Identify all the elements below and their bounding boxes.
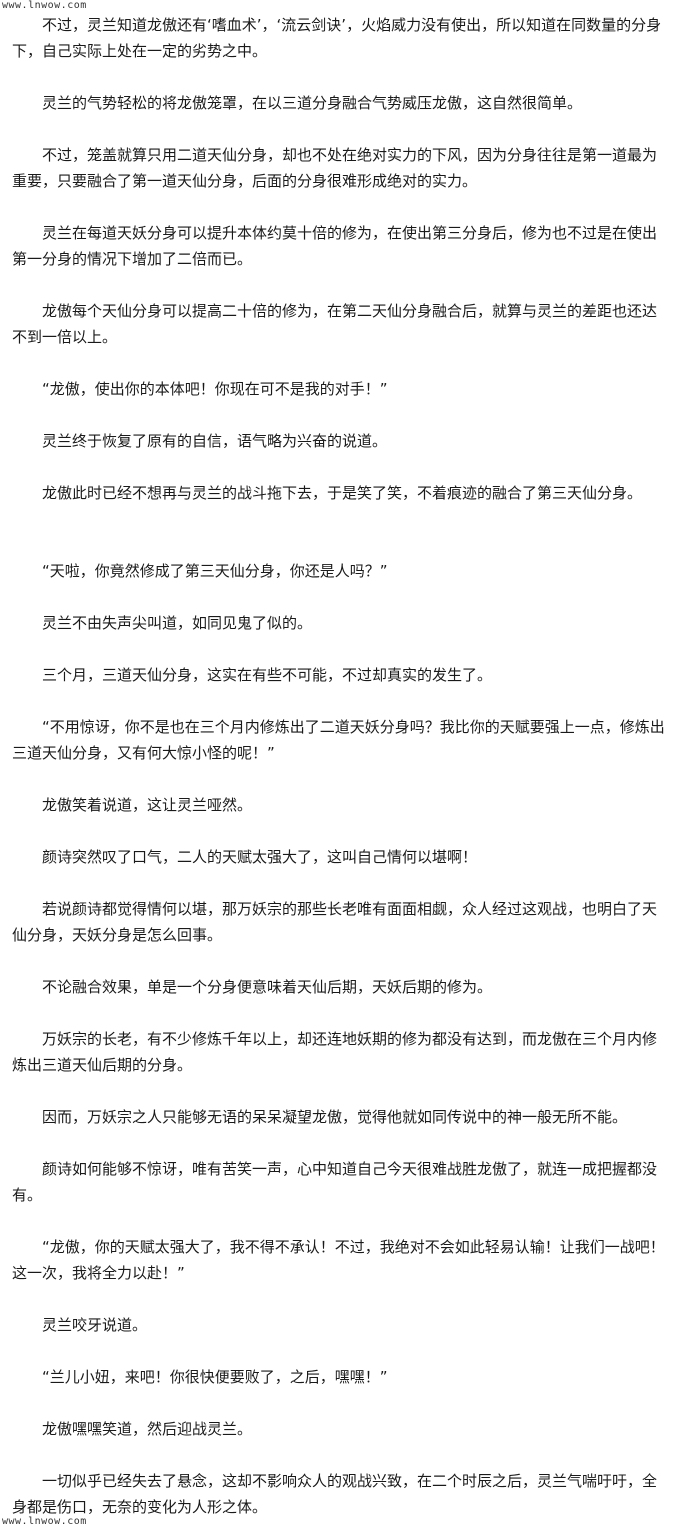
paragraph-20: “龙傲，你的天赋太强大了，我不得不承认！不过，我绝对不会如此轻易认输！让我们一战…: [12, 1238, 665, 1282]
watermark-bottom: www.lnwow.com: [2, 1516, 87, 1527]
paragraph-21: 灵兰咬牙说道。: [42, 1316, 148, 1334]
paragraph-8: 龙傲此时已经不想再与灵兰的战斗拖下去，于是笑了笑，不着痕迹的融合了第三天仙分身。: [42, 484, 643, 502]
paragraph-4: 灵兰在每道天妖分身可以提升本体约莫十倍的修为，在使出第三分身后，修为也不过是在使…: [12, 224, 658, 268]
paragraph-11: 三个月，三道天仙分身，这实在有些不可能，不过却真实的发生了。: [42, 666, 493, 684]
paragraph-7: 灵兰终于恢复了原有的自信，语气略为兴奋的说道。: [42, 432, 388, 450]
paragraph-10: 灵兰不由失声尖叫道，如同见鬼了似的。: [42, 614, 313, 632]
paragraph-1: 不过，灵兰知道龙傲还有‘嗜血术’，‘流云剑诀’，火焰威力没有使出，所以知道在同数…: [12, 16, 662, 60]
paragraph-15: 若说颜诗都觉得情何以堪，那万妖宗的那些长老唯有面面相觑，众人经过这观战，也明白了…: [12, 900, 658, 944]
paragraph-24: 一切似乎已经失去了悬念，这却不影响众人的观战兴致，在二个时辰之后，灵兰气喘吁吁，…: [12, 1472, 658, 1516]
watermark-top: www.lnwow.com: [2, 0, 87, 11]
paragraph-18: 因而，万妖宗之人只能够无语的呆呆凝望龙傲，觉得他就如同传说中的神一般无所不能。: [42, 1108, 628, 1126]
paragraph-19: 颜诗如何能够不惊讶，唯有苦笑一声，心中知道自己今天很难战胜龙傲了，就连一成把握都…: [12, 1160, 658, 1204]
paragraph-5: 龙傲每个天仙分身可以提高二十倍的修为，在第二天仙分身融合后，就算与灵兰的差距也还…: [12, 302, 658, 346]
paragraph-23: 龙傲嘿嘿笑道，然后迎战灵兰。: [42, 1420, 253, 1438]
paragraph-17: 万妖宗的长老，有不少修炼千年以上，却还连地妖期的修为都没有达到，而龙傲在三个月内…: [12, 1030, 658, 1074]
paragraph-13: 龙傲笑着说道，这让灵兰哑然。: [42, 796, 253, 814]
paragraph-16: 不论融合效果，单是一个分身便意味着天仙后期，天妖后期的修为。: [42, 978, 493, 996]
paragraph-12: “不用惊讶，你不是也在三个月内修炼出了二道天妖分身吗？我比你的天赋要强上一点，修…: [12, 718, 665, 762]
paragraph-6: “龙傲，使出你的本体吧！你现在可不是我的对手！”: [42, 380, 388, 398]
paragraph-14: 颜诗突然叹了口气，二人的天赋太强大了，这叫自己情何以堪啊！: [42, 848, 478, 866]
paragraph-22: “兰儿小妞，来吧！你很快便要败了，之后，嘿嘿！”: [42, 1368, 388, 1386]
paragraph-3: 不过，笼盖就算只用二道天仙分身，却也不处在绝对实力的下风，因为分身往往是第一道最…: [12, 146, 658, 190]
paragraph-9: “天啦，你竟然修成了第三天仙分身，你还是人吗？”: [42, 562, 388, 580]
paragraph-2: 灵兰的气势轻松的将龙傲笼罩，在以三道分身融合气势威压龙傲，这自然很简单。: [42, 94, 583, 112]
